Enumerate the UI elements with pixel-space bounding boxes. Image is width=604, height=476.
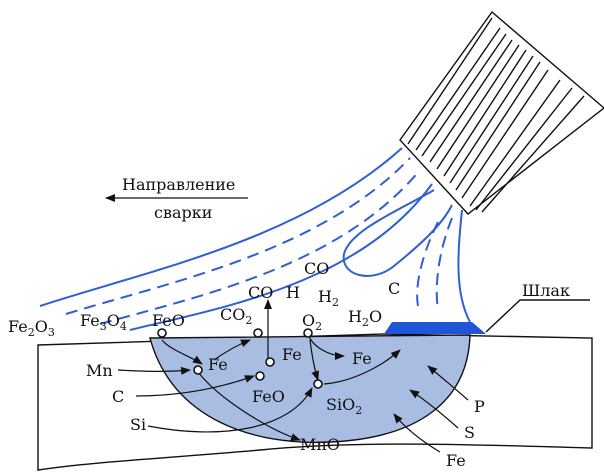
s-label: S bbox=[464, 423, 475, 442]
c-label: C bbox=[112, 387, 124, 406]
direction-label-line1: Направление bbox=[122, 175, 235, 194]
arrow-fe-to-mno bbox=[197, 371, 301, 441]
node-o2 bbox=[303, 328, 313, 338]
node-fe-mid bbox=[265, 357, 275, 367]
h2o-label: H2O bbox=[348, 307, 382, 329]
o2-label: O2 bbox=[302, 311, 322, 333]
h-label: H bbox=[286, 283, 300, 302]
fe-right-label: Fe bbox=[352, 349, 372, 368]
slag-leader-line bbox=[485, 299, 590, 333]
node-co2 bbox=[253, 328, 263, 338]
feo-low-label: FeO bbox=[252, 387, 285, 406]
node-sio2 bbox=[313, 379, 323, 389]
gas-flow-right-outer bbox=[457, 209, 471, 323]
node-feo-low bbox=[255, 371, 265, 381]
h2-label: H2 bbox=[318, 287, 339, 309]
arrow-fe-to-co2 bbox=[213, 339, 251, 361]
fe-mid-label: Fe bbox=[282, 345, 302, 364]
arc-column bbox=[342, 189, 453, 277]
node-fe-center bbox=[193, 365, 203, 375]
arrow-fe-into-pool bbox=[393, 413, 441, 453]
arrow-o2-to-sio2 bbox=[309, 339, 319, 381]
mno-label: MnO bbox=[300, 435, 340, 454]
c-arc-label: C bbox=[388, 279, 400, 298]
co2-label: CO2 bbox=[220, 305, 252, 327]
p-label: P bbox=[474, 397, 485, 416]
fe2o3-label: Fe2O3 bbox=[8, 317, 55, 339]
arrow-sio2-to-slag bbox=[323, 349, 401, 385]
direction-label-line2: сварки bbox=[154, 203, 212, 222]
fe3o4-label: Fe3O4 bbox=[80, 311, 127, 333]
arrow-c-to-feo bbox=[135, 375, 255, 397]
base-metal bbox=[37, 333, 593, 471]
co-label: CO bbox=[248, 283, 273, 302]
gas-flow-right-dashed-2 bbox=[435, 217, 453, 311]
gas-flow-dashed-2 bbox=[99, 169, 421, 325]
gas-flow-right-dashed-1 bbox=[416, 221, 439, 307]
weld-pool bbox=[149, 334, 471, 444]
arrow-s-into-pool bbox=[409, 389, 459, 429]
arrow-si-to-sio2 bbox=[147, 387, 313, 433]
gas-flow-dashed-1 bbox=[65, 157, 411, 315]
mn-label: Mn bbox=[86, 361, 113, 380]
gas-flow-outer bbox=[39, 147, 403, 307]
feo-surface-label: FeO bbox=[152, 311, 185, 330]
node-feo-surface bbox=[157, 328, 167, 338]
arrow-p-into-pool bbox=[427, 365, 469, 401]
sio2-label: SiO2 bbox=[326, 395, 362, 417]
gas-flow-inner bbox=[129, 183, 433, 331]
slag-label: Шлак bbox=[522, 281, 570, 300]
arrow-feo-to-fe bbox=[161, 339, 203, 365]
fe-bottom-label: Fe bbox=[446, 451, 466, 470]
arrow-mn-to-fe bbox=[117, 366, 191, 375]
slag-layer bbox=[384, 322, 486, 334]
co-top-label: CO bbox=[304, 259, 329, 278]
si-label: Si bbox=[130, 415, 146, 434]
fe-center-label: Fe bbox=[208, 355, 228, 374]
torch-nozzle bbox=[399, 10, 604, 215]
